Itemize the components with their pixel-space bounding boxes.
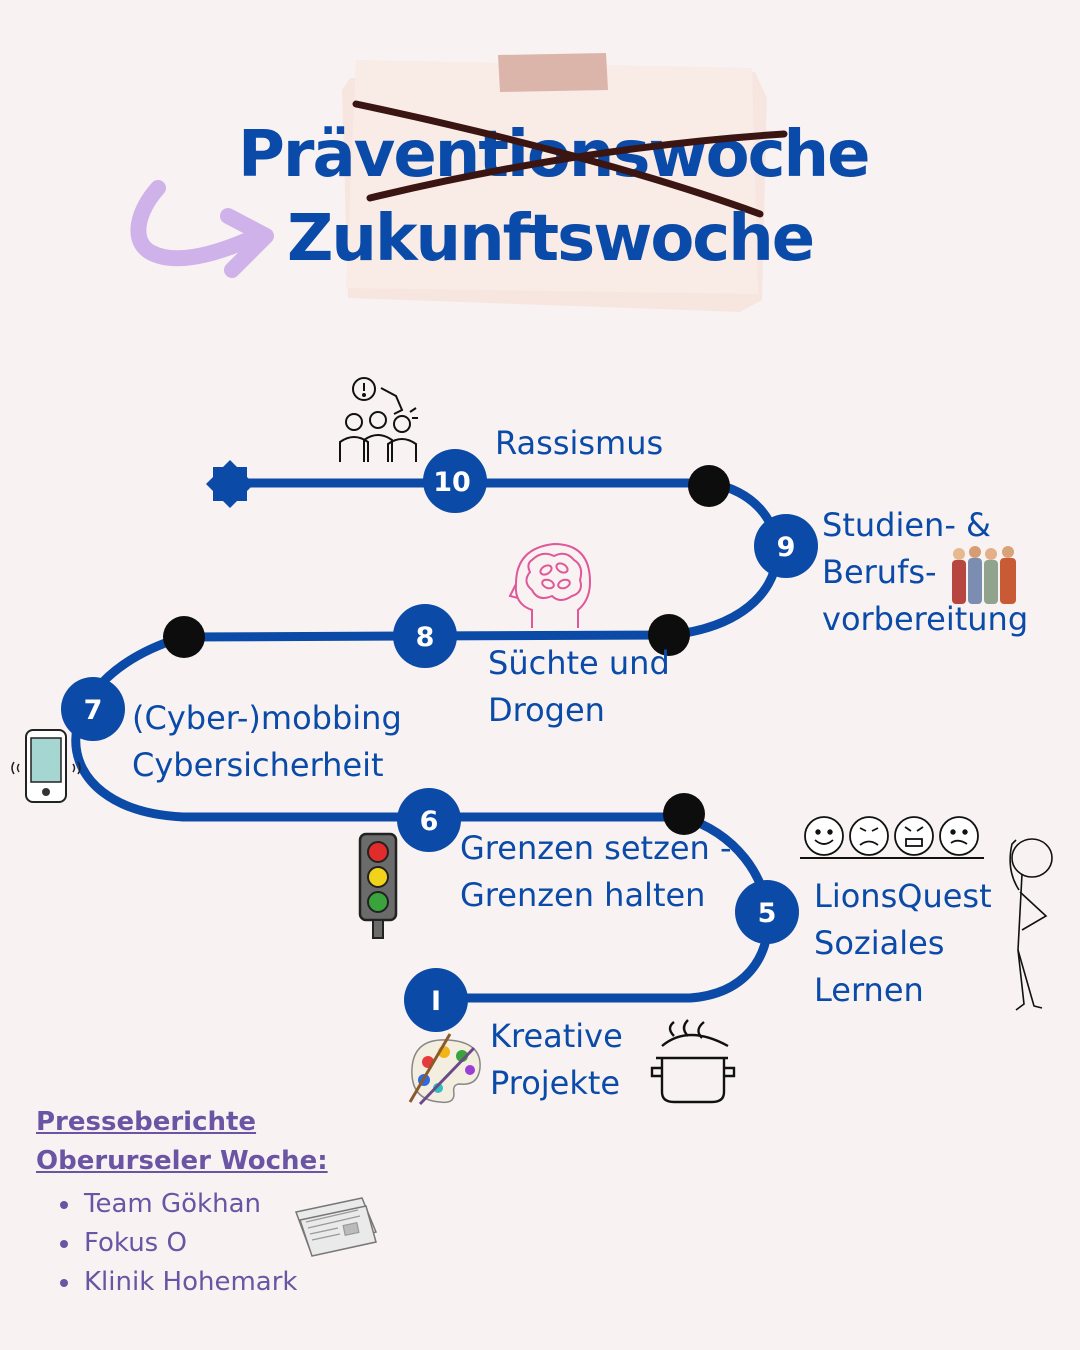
press-section: Presseberichte Oberurseler Woche: Team G… [36, 1103, 328, 1302]
station-1-badge: I [404, 968, 468, 1032]
smartphone-icon [11, 729, 81, 803]
station-8-label: Süchte und Drogen [488, 644, 670, 729]
old-title: Präventionswoche [238, 118, 870, 192]
svg-text:10: 10 [433, 467, 471, 498]
station-6-badge: 6 [397, 788, 461, 852]
cooking-pot-icon [650, 1019, 736, 1104]
press-list: Team Gökhan Fokus O Klinik Hohemark [36, 1185, 328, 1302]
thinking-stick-figure-icon [1009, 838, 1053, 1011]
press-link-fokus-o[interactable]: Fokus O [82, 1224, 328, 1263]
workers-icon [952, 546, 1016, 604]
station-7-label: (Cyber-)mobbing Cybersicherheit [132, 699, 402, 784]
milestone-dot [663, 793, 705, 835]
svg-text:7: 7 [84, 695, 103, 726]
people-alert-icon [339, 377, 418, 462]
strikethrough-cross [352, 100, 788, 218]
paint-palette-icon [408, 1033, 481, 1106]
newspaper-icon [294, 1197, 378, 1257]
traffic-light-icon [358, 832, 398, 939]
station-9-label: Studien- & Berufs- vorbereitung [822, 506, 1029, 638]
station-1-label: Kreative Projekte [490, 1017, 623, 1102]
press-link-team-goekhan[interactable]: Team Gökhan [82, 1185, 328, 1224]
svg-text:8: 8 [416, 622, 435, 653]
press-title: Presseberichte Oberurseler Woche: [36, 1107, 328, 1176]
station-5-label: LionsQuest Soziales Lernen [814, 877, 992, 1009]
brain-pills-icon [508, 542, 592, 628]
station-10-label: Rassismus [495, 424, 664, 462]
station-9-badge: 9 [754, 514, 818, 578]
station-5-badge: 5 [735, 880, 799, 944]
new-title: Zukunftswoche [287, 202, 815, 276]
milestone-dot [163, 616, 205, 658]
start-star-icon [206, 460, 254, 508]
station-7-badge: 7 [61, 677, 125, 741]
svg-text:5: 5 [758, 898, 777, 929]
milestone-dot [688, 465, 730, 507]
svg-text:6: 6 [420, 806, 439, 837]
milestone-dot [648, 614, 690, 656]
station-8-badge: 8 [393, 604, 457, 668]
station-10-badge: 10 [423, 449, 487, 513]
emotions-faces-icon [800, 816, 984, 859]
svg-text:I: I [431, 986, 441, 1017]
svg-text:9: 9 [777, 532, 796, 563]
press-link-klinik-hohemark[interactable]: Klinik Hohemark [82, 1263, 328, 1302]
curved-arrow-icon [130, 180, 274, 278]
station-6-label: Grenzen setzen - Grenzen halten [460, 829, 732, 914]
